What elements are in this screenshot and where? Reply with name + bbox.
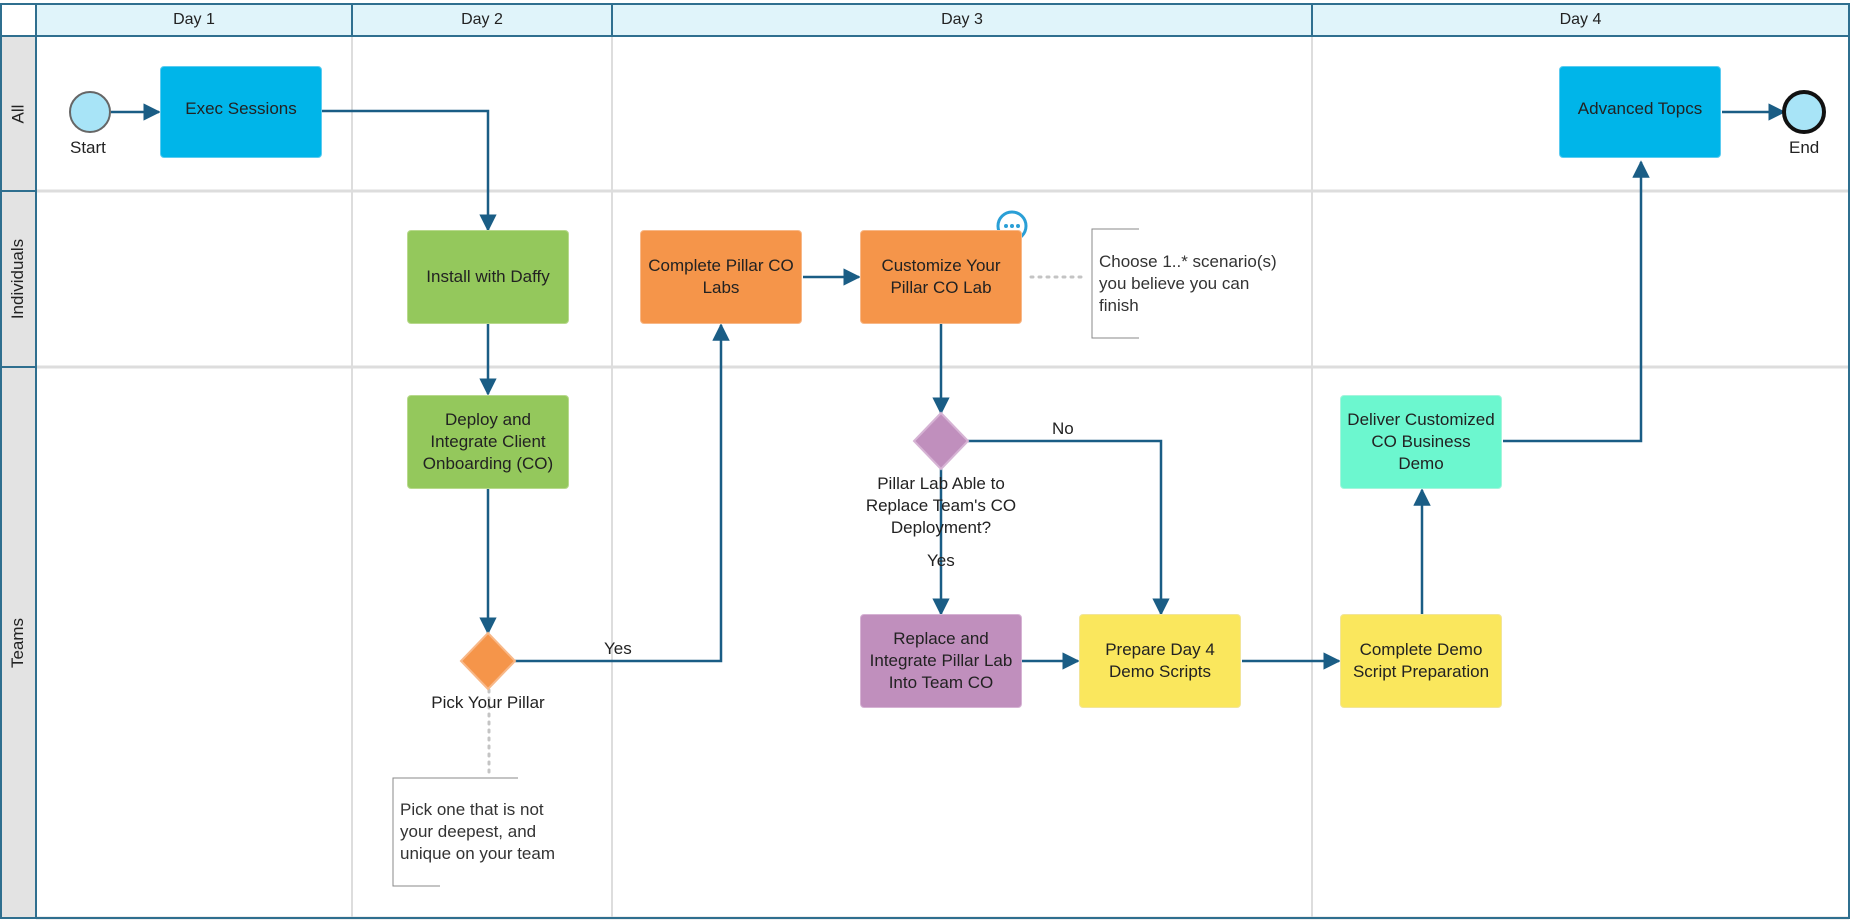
lane-title-teams: Teams bbox=[0, 367, 36, 918]
column-header-day3: Day 3 bbox=[941, 11, 983, 28]
column-header-day2: Day 2 bbox=[461, 11, 503, 28]
lane-title-teams-text: Teams bbox=[8, 617, 28, 668]
lane-header-strip bbox=[0, 36, 36, 919]
annotation-bracket-choose bbox=[1091, 228, 1139, 339]
annotation-pick-one: Pick one that is not your deepest, and u… bbox=[400, 800, 555, 863]
task-complete-demo-prep[interactable]: Complete Demo Script Preparation bbox=[1340, 614, 1502, 708]
task-install-daffy[interactable]: Install with Daffy bbox=[407, 230, 569, 324]
column-header-band bbox=[36, 4, 1849, 36]
task-complete-pillar-labs[interactable]: Complete Pillar CO Labs bbox=[640, 230, 802, 324]
gateway-lab-able-label: Pillar Lab Able to Replace Team's CO Dep… bbox=[865, 474, 1017, 537]
annotation-bracket-pick bbox=[392, 777, 518, 887]
task-advanced-topics[interactable]: Advanced Topcs bbox=[1559, 66, 1721, 158]
task-deploy-integrate[interactable]: Deploy and Integrate Client Onboarding (… bbox=[407, 395, 569, 489]
task-complete-pillar-labs-label: Complete Pillar CO Labs bbox=[648, 256, 794, 297]
lane-title-individuals: Individuals bbox=[0, 191, 36, 367]
task-prepare-scripts-label: Prepare Day 4 Demo Scripts bbox=[1105, 640, 1215, 681]
column-header-day1: Day 1 bbox=[173, 11, 215, 28]
annotation-choose-scenario: Choose 1..* scenario(s) you believe you … bbox=[1099, 252, 1277, 315]
end-event[interactable] bbox=[1782, 90, 1826, 134]
task-exec-sessions[interactable]: Exec Sessions bbox=[160, 66, 322, 158]
flow-label-yes-lab: Yes bbox=[927, 551, 955, 570]
flow-gateway-no bbox=[967, 439, 1170, 616]
task-customize-lab-label: Customize Your Pillar CO Lab bbox=[881, 256, 1001, 297]
task-install-daffy-label: Install with Daffy bbox=[426, 267, 550, 286]
task-customize-lab[interactable]: Customize Your Pillar CO Lab bbox=[860, 230, 1022, 324]
task-deliver-demo-label: Deliver Customized CO Business Demo bbox=[1347, 410, 1495, 473]
flow-pick-labs bbox=[515, 323, 730, 663]
task-exec-sessions-label: Exec Sessions bbox=[185, 99, 297, 118]
annotation-brackets bbox=[392, 228, 1139, 887]
lane-title-all: All bbox=[0, 36, 36, 191]
corner-cell bbox=[0, 4, 36, 36]
header-separators bbox=[351, 4, 1313, 36]
flow-exec-install bbox=[322, 109, 497, 232]
gateway-pick-pillar[interactable] bbox=[459, 631, 517, 691]
lane-title-individuals-text: Individuals bbox=[8, 238, 28, 320]
gateway-lab-able[interactable] bbox=[912, 411, 970, 471]
column-header-day4: Day 4 bbox=[1559, 11, 1602, 28]
column-dividers bbox=[351, 36, 1313, 919]
gateway-pick-pillar-label: Pick Your Pillar bbox=[431, 693, 545, 712]
task-deliver-demo[interactable]: Deliver Customized CO Business Demo bbox=[1340, 395, 1502, 489]
end-event-label: End bbox=[1789, 138, 1820, 157]
flow-label-yes-pick: Yes bbox=[604, 639, 632, 658]
sequence-flows bbox=[111, 103, 1786, 670]
lane-title-all-text: All bbox=[8, 104, 27, 123]
task-complete-demo-prep-label: Complete Demo Script Preparation bbox=[1352, 640, 1490, 681]
task-advanced-topics-label: Advanced Topcs bbox=[1577, 99, 1703, 118]
associations bbox=[487, 275, 1087, 778]
task-replace-integrate-label: Replace and Integrate Pillar Lab Into Te… bbox=[869, 629, 1013, 692]
start-event[interactable] bbox=[69, 91, 111, 133]
task-deploy-integrate-label: Deploy and Integrate Client Onboarding (… bbox=[422, 410, 554, 473]
start-event-label: Start bbox=[70, 138, 106, 157]
outer-frame bbox=[0, 3, 1850, 919]
lane-header-dividers bbox=[0, 190, 36, 368]
flow-label-no-lab: No bbox=[1052, 419, 1074, 438]
task-prepare-scripts[interactable]: Prepare Day 4 Demo Scripts bbox=[1079, 614, 1241, 708]
flow-deliver-advanced bbox=[1503, 160, 1650, 443]
task-replace-integrate[interactable]: Replace and Integrate Pillar Lab Into Te… bbox=[860, 614, 1022, 708]
